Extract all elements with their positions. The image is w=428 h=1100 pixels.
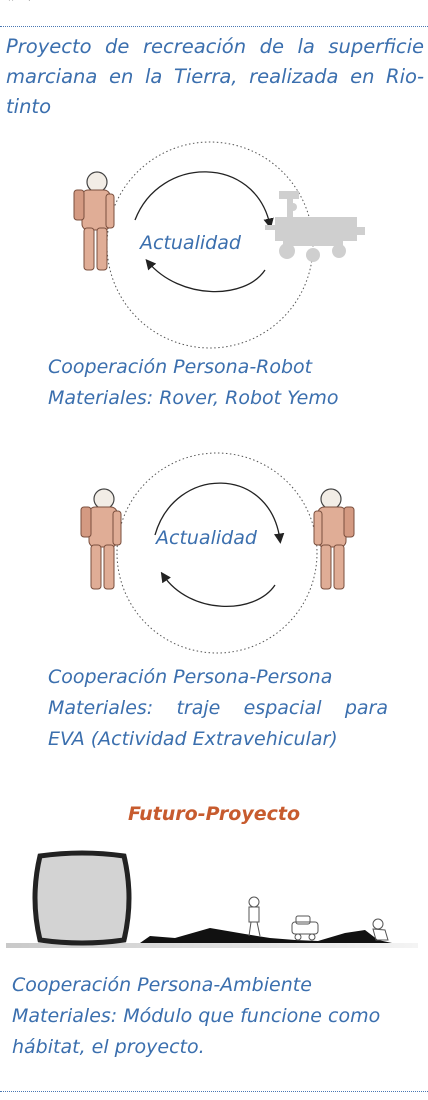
caption-line: Materiales: traje espacial para	[48, 697, 388, 719]
cycle-diagram-person-person	[80, 452, 355, 654]
future-project-title: Futuro-Proyecto	[127, 803, 301, 825]
rover-icon	[265, 191, 365, 262]
caption-person-person: Cooperación Persona-Persona Materiales: …	[48, 662, 388, 755]
top-divider	[0, 26, 428, 27]
cycle-arrow-icon	[160, 571, 276, 608]
cycle-label: Actualidad	[156, 527, 257, 549]
habitat-module-icon	[32, 850, 132, 946]
cycle-label: Actualidad	[140, 232, 241, 254]
cycle-diagram-person-robot	[73, 141, 365, 349]
habitat-scene	[6, 850, 418, 948]
astronaut-icon	[372, 918, 389, 941]
caption-line: EVA (Actividad Extravehicular)	[48, 728, 338, 750]
cycle-arrow-icon	[154, 482, 285, 544]
astronaut-icon	[73, 171, 115, 271]
astronaut-icon	[313, 488, 355, 590]
caption-line: Cooperación Persona-Ambiente	[12, 974, 312, 996]
dotted-cycle-circle	[116, 452, 318, 654]
caption-line: Cooperación Persona-Robot	[48, 356, 313, 378]
ground-line	[6, 943, 418, 948]
caption-line: hábitat, el proyecto.	[12, 1036, 205, 1058]
rover-icon	[291, 915, 319, 941]
cycle-arrow-icon	[145, 259, 266, 293]
astronaut-icon	[248, 896, 261, 937]
bottom-divider	[0, 1091, 428, 1092]
caption-person-robot: Cooperación Persona-Robot Materiales: Ro…	[48, 352, 338, 414]
terrain-rocks	[140, 928, 392, 943]
caption-line: Cooperación Persona-Persona	[48, 666, 333, 688]
caption-line: Materiales: Módulo que funcione como	[12, 1005, 381, 1027]
caption-person-environment: Cooperación Persona-Ambiente Materiales:…	[12, 970, 380, 1063]
astronaut-icon	[80, 488, 122, 590]
cropped-header-fragment	[0, 0, 60, 6]
intro-paragraph: Proyecto de recreación de la superficie …	[6, 35, 424, 118]
caption-line: Materiales: Rover, Robot Yemo	[48, 387, 339, 409]
cycle-arrow-icon	[134, 171, 274, 229]
